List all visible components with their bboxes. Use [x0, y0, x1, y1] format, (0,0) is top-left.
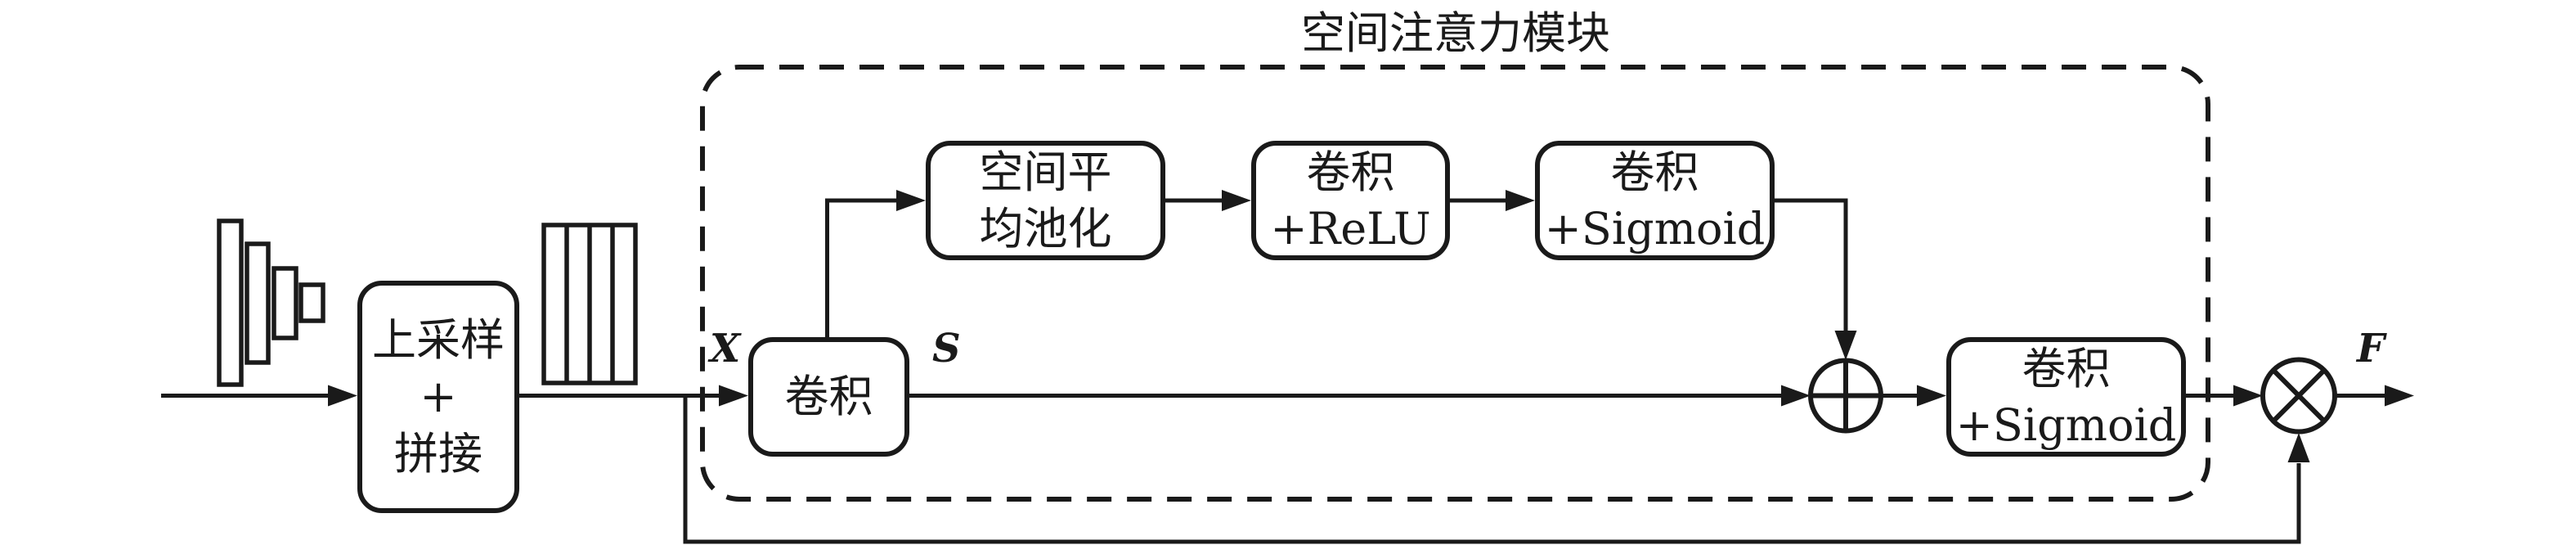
upsample-concat-box: 上采样 + 拼接 — [357, 281, 519, 513]
conv-sigmoid-main-line2: +Sigmoid — [1955, 399, 2177, 451]
bypass-line — [683, 395, 2301, 544]
upsample-concat-line1: 上采样 — [372, 314, 505, 367]
module-dashed-border — [700, 65, 2210, 502]
arrowhead-output — [2385, 385, 2414, 407]
conv-relu-box: 卷积 +ReLU — [1251, 141, 1450, 260]
arrowhead-input — [328, 385, 357, 407]
conv-sigmoid-top-line2: +Sigmoid — [1544, 203, 1766, 254]
arrowhead-into-sigmoid-main — [1917, 385, 1946, 407]
arrowhead-into-add-top — [1834, 331, 1857, 360]
conv-sigmoid-main-box: 卷积 +Sigmoid — [1946, 337, 2186, 457]
upsample-concat-line2: + — [420, 371, 457, 423]
arrowhead-into-avgpool — [896, 190, 926, 211]
module-title: 空间注意力模块 — [1301, 7, 1610, 59]
arrowhead-into-multiply-bottom — [2287, 433, 2310, 462]
sigmoid-to-add-line — [1775, 198, 1848, 332]
arrowheads — [328, 190, 2414, 462]
arrowhead-into-multiply-left — [2233, 385, 2263, 407]
input-feature-label: X — [710, 326, 741, 372]
arrowhead-into-conv — [719, 385, 748, 407]
arrowhead-into-add-left — [1781, 385, 1811, 407]
conv-box: 卷积 — [748, 337, 909, 457]
conv-output-label: S — [932, 326, 961, 372]
conv-box-label: 卷积 — [784, 371, 873, 423]
multiply-operator-icon — [2260, 357, 2337, 435]
conv-relu-line1: 卷积 — [1306, 146, 1395, 198]
spatial-avg-pool-box: 空间平 均池化 — [926, 141, 1165, 260]
output-feature-label: F — [2357, 326, 2385, 372]
spatial-avg-pool-line2: 均池化 — [979, 203, 1112, 254]
arrowhead-into-sigmoid-top — [1506, 190, 1535, 211]
spatial-avg-pool-line1: 空间平 — [979, 146, 1112, 198]
feature-stack-icon — [541, 223, 638, 385]
conv-sigmoid-top-line1: 卷积 — [1610, 146, 1699, 198]
arrowhead-into-relu — [1222, 190, 1251, 211]
conv-sigmoid-main-line1: 卷积 — [2022, 342, 2111, 394]
add-operator-icon — [1808, 358, 1883, 434]
conv-sigmoid-top-box: 卷积 +Sigmoid — [1535, 141, 1775, 260]
feature-pyramid-icon — [217, 218, 325, 387]
conv-relu-line2: +ReLU — [1270, 203, 1431, 254]
conv-to-avgpool-line — [825, 198, 898, 337]
upsample-concat-line3: 拼接 — [394, 427, 482, 480]
